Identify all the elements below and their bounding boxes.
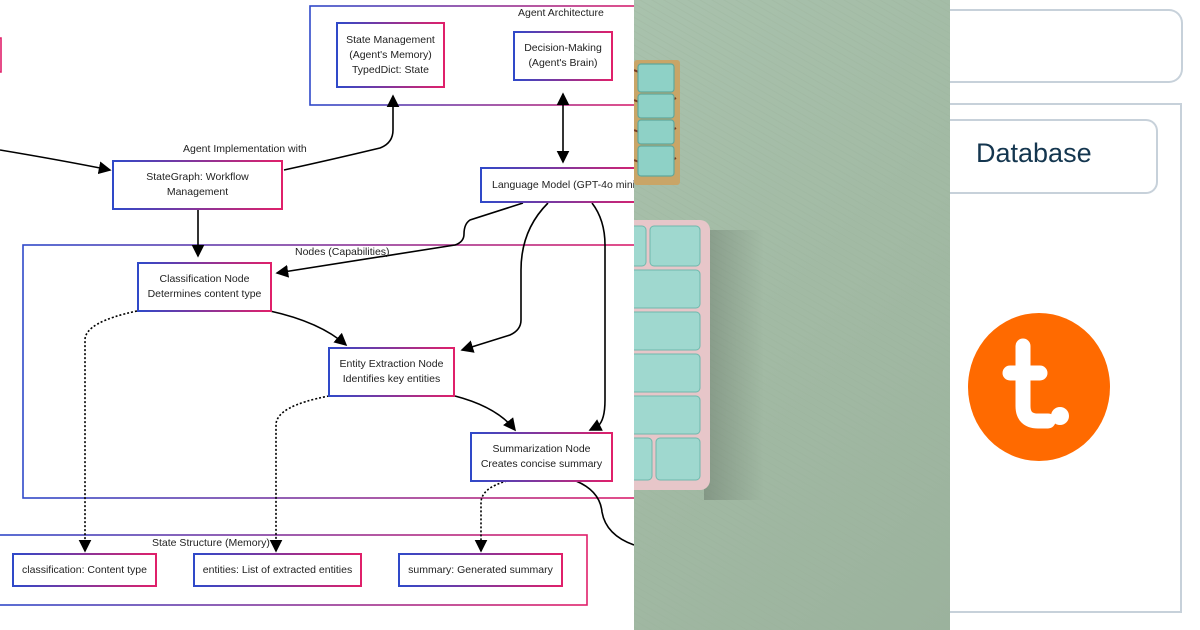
t-logo-glyph	[1002, 338, 1069, 429]
state-field-summary: summary: Generated summary	[398, 553, 563, 587]
keycap	[634, 437, 653, 481]
node-line: Summarization Node	[492, 443, 591, 455]
node-line: Determines content type	[147, 288, 262, 300]
group-label-state: State Structure (Memory)	[152, 537, 270, 549]
edge-lm-summary	[588, 202, 606, 431]
node-line: Creates concise summary	[480, 458, 603, 470]
group-label-architecture: Agent Architecture	[518, 7, 604, 19]
edge-summary-out	[575, 480, 634, 546]
edge-entity-summary	[454, 395, 516, 432]
t-logo-icon	[968, 313, 1110, 461]
node-line: Decision-Making	[524, 42, 602, 54]
group-label-nodes: Nodes (Capabilities)	[295, 246, 390, 258]
database-card	[950, 119, 1158, 194]
group-frame-architecture	[309, 5, 634, 106]
node-line: TypedDict: State	[351, 63, 430, 76]
node-line: Language Model (GPT-4o mini	[492, 178, 634, 191]
keycap	[634, 395, 701, 435]
edge-lm-classification	[275, 202, 524, 278]
keycap	[634, 269, 701, 309]
node-language-model: Language Model (GPT-4o mini	[480, 167, 634, 203]
keycap	[649, 225, 701, 267]
node-line: Identifies key entities	[342, 373, 441, 385]
dotted-classification-state	[78, 310, 138, 553]
node-line: Entity Extraction Node	[339, 358, 444, 370]
node-line: State Management	[346, 33, 435, 46]
node-line: summary: Generated summary	[408, 563, 553, 576]
edge-lm-entity	[460, 202, 549, 353]
keycap	[637, 63, 675, 93]
database-label: Database	[976, 138, 1092, 168]
keycap	[634, 311, 701, 351]
state-field-classification: classification: Content type	[12, 553, 157, 587]
keyboard-illustration	[634, 0, 950, 630]
keycap	[637, 93, 675, 119]
keyboard-shadow	[704, 230, 764, 500]
edge-stategraph-statemanagement	[283, 94, 400, 171]
node-state-management: State Management (Agent's Memory) TypedDic…	[336, 22, 445, 88]
keycap	[634, 353, 701, 393]
diagram-canvas	[0, 5, 634, 624]
state-field-entities: entities: List of extracted entities	[193, 553, 362, 587]
edge-classification-entity	[269, 310, 348, 347]
keycap	[637, 145, 675, 177]
node-line: (Agent's Brain)	[528, 57, 598, 69]
architecture-diagram: Agent Architecture Agent Implementation …	[0, 5, 634, 624]
top-card	[950, 9, 1183, 83]
dotted-summary-state	[474, 480, 508, 553]
group-label-implementation: Agent Implementation with	[183, 143, 307, 155]
group-frame-state	[0, 534, 588, 606]
left-partial-node-edge	[0, 37, 2, 73]
node-line: Classification Node	[159, 273, 250, 285]
node-line: Management	[166, 186, 229, 198]
node-line: (Agent's Memory)	[349, 48, 432, 61]
keycap	[637, 119, 675, 145]
node-decision-making: Decision-Making (Agent's Brain)	[513, 31, 613, 81]
edge-left-to-stategraph	[0, 149, 112, 175]
keycap	[655, 437, 701, 481]
node-line: StateGraph: Workflow	[146, 171, 249, 183]
keyboard-photo	[634, 0, 950, 630]
dotted-entity-state	[269, 395, 330, 553]
node-line: entities: List of extracted entities	[202, 563, 353, 576]
node-line: classification: Content type	[22, 563, 147, 576]
group-frame-nodes	[22, 244, 634, 499]
keycap	[634, 225, 647, 267]
